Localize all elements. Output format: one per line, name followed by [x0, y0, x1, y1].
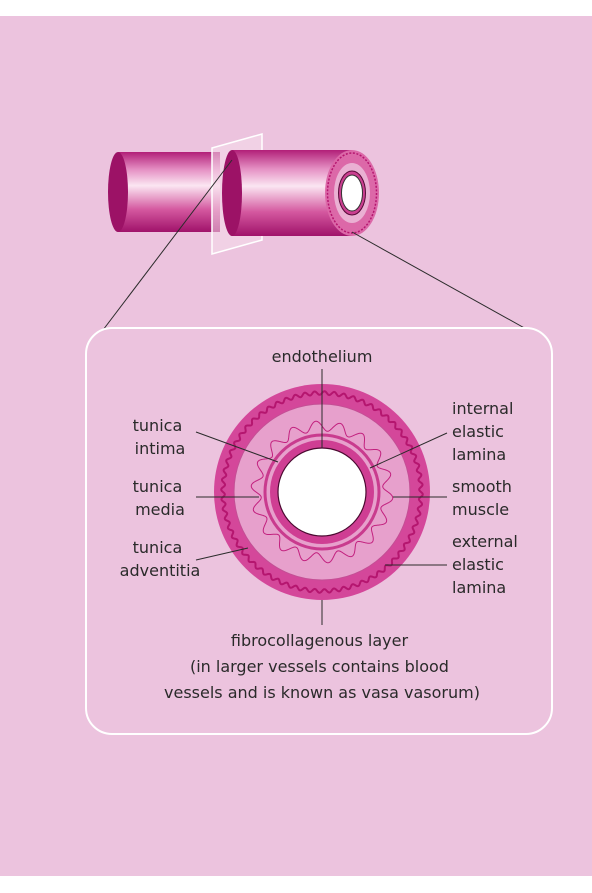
label-tunica-media: tunica media — [133, 477, 188, 519]
leader-lines — [195, 369, 448, 625]
zoom-line-right — [351, 231, 529, 331]
external-elastic-lamina-line — [220, 390, 424, 594]
label-smooth-muscle: smooth muscle — [452, 477, 517, 519]
vessel-left-segment — [108, 152, 220, 232]
leader-tunica-intima — [195, 431, 279, 463]
label-fibrocollagenous-layer: fibrocollagenous layer (in larger vessel… — [164, 631, 480, 702]
label-tunica-intima: tunica intima — [133, 416, 188, 458]
label-tunica-adventitia: tunica adventitia — [120, 538, 201, 580]
cross-section — [214, 384, 430, 600]
labels: endothelium tunica intima tunica media t… — [120, 347, 523, 702]
leader-tunica-adventitia — [195, 547, 249, 561]
zoom-line-left — [102, 159, 233, 331]
vessel-right-segment — [222, 150, 379, 236]
leader-internal-elastic-lamina — [369, 432, 448, 469]
label-endothelium: endothelium — [272, 347, 373, 366]
lumen — [277, 447, 367, 537]
label-internal-elastic-lamina: internal elastic lamina — [452, 399, 518, 464]
label-external-elastic-lamina: external elastic lamina — [452, 532, 523, 597]
vessel-illustration — [102, 133, 529, 331]
smooth-muscle-line — [250, 420, 394, 564]
